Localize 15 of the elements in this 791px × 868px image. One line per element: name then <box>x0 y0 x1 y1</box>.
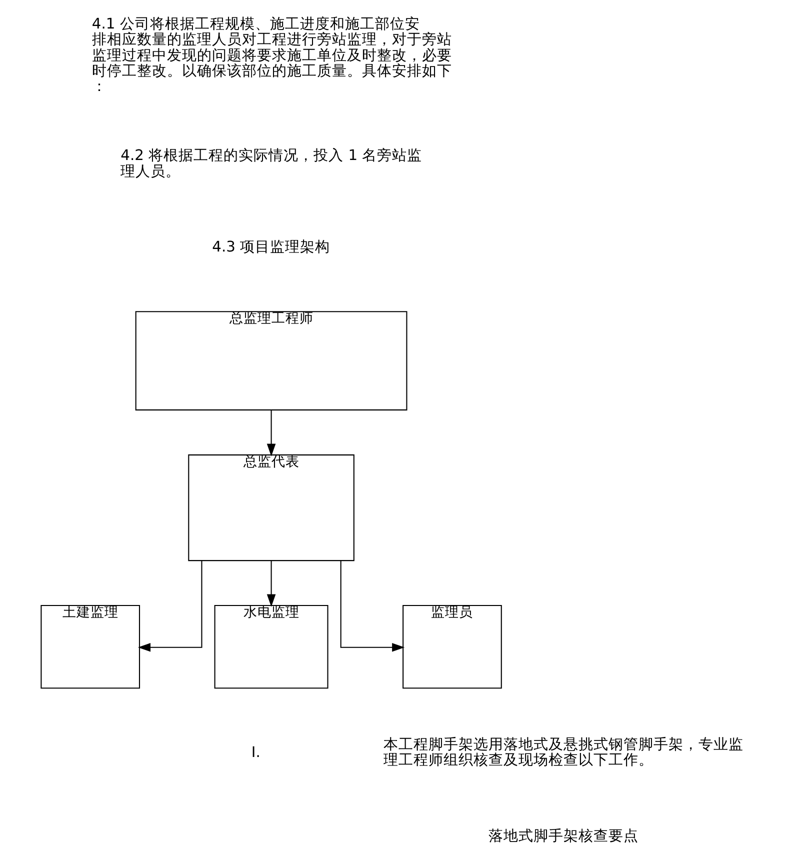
node-box: 总监理工程师 <box>134 311 407 410</box>
label: 4.1 公司将根据工程规模、施工进度和施工部位安排相应数量的监理人员对工程进行旁站监理，对于旁站监理过程中发现的问题将要求施工单位及时整改，必要时停工整改。以确保该部位的施工质量。具体安排如下： <box>91 15 452 96</box>
label: 本工程脚手架选用落地式及悬挑式钢管脚手架，专业监理工程师组织核查及现场检查以下工作。 <box>383 736 744 769</box>
node-box: 土建监理 <box>40 605 140 689</box>
arrow <box>340 560 404 652</box>
node-box: 监理员 <box>402 605 502 689</box>
label: 4.2 将根据工程的实际情况，投入 1 名旁站监理人员。 <box>120 147 422 180</box>
arrow <box>137 560 202 652</box>
label: 落地式脚手架核查要点 <box>488 828 638 845</box>
arrow <box>266 410 276 456</box>
label: I. <box>250 744 260 761</box>
label: 4.3 项目监理架构 <box>212 238 330 256</box>
node-box: 水电监理 <box>214 605 328 689</box>
node-box: 总监代表 <box>188 454 354 562</box>
arrow <box>266 560 276 607</box>
